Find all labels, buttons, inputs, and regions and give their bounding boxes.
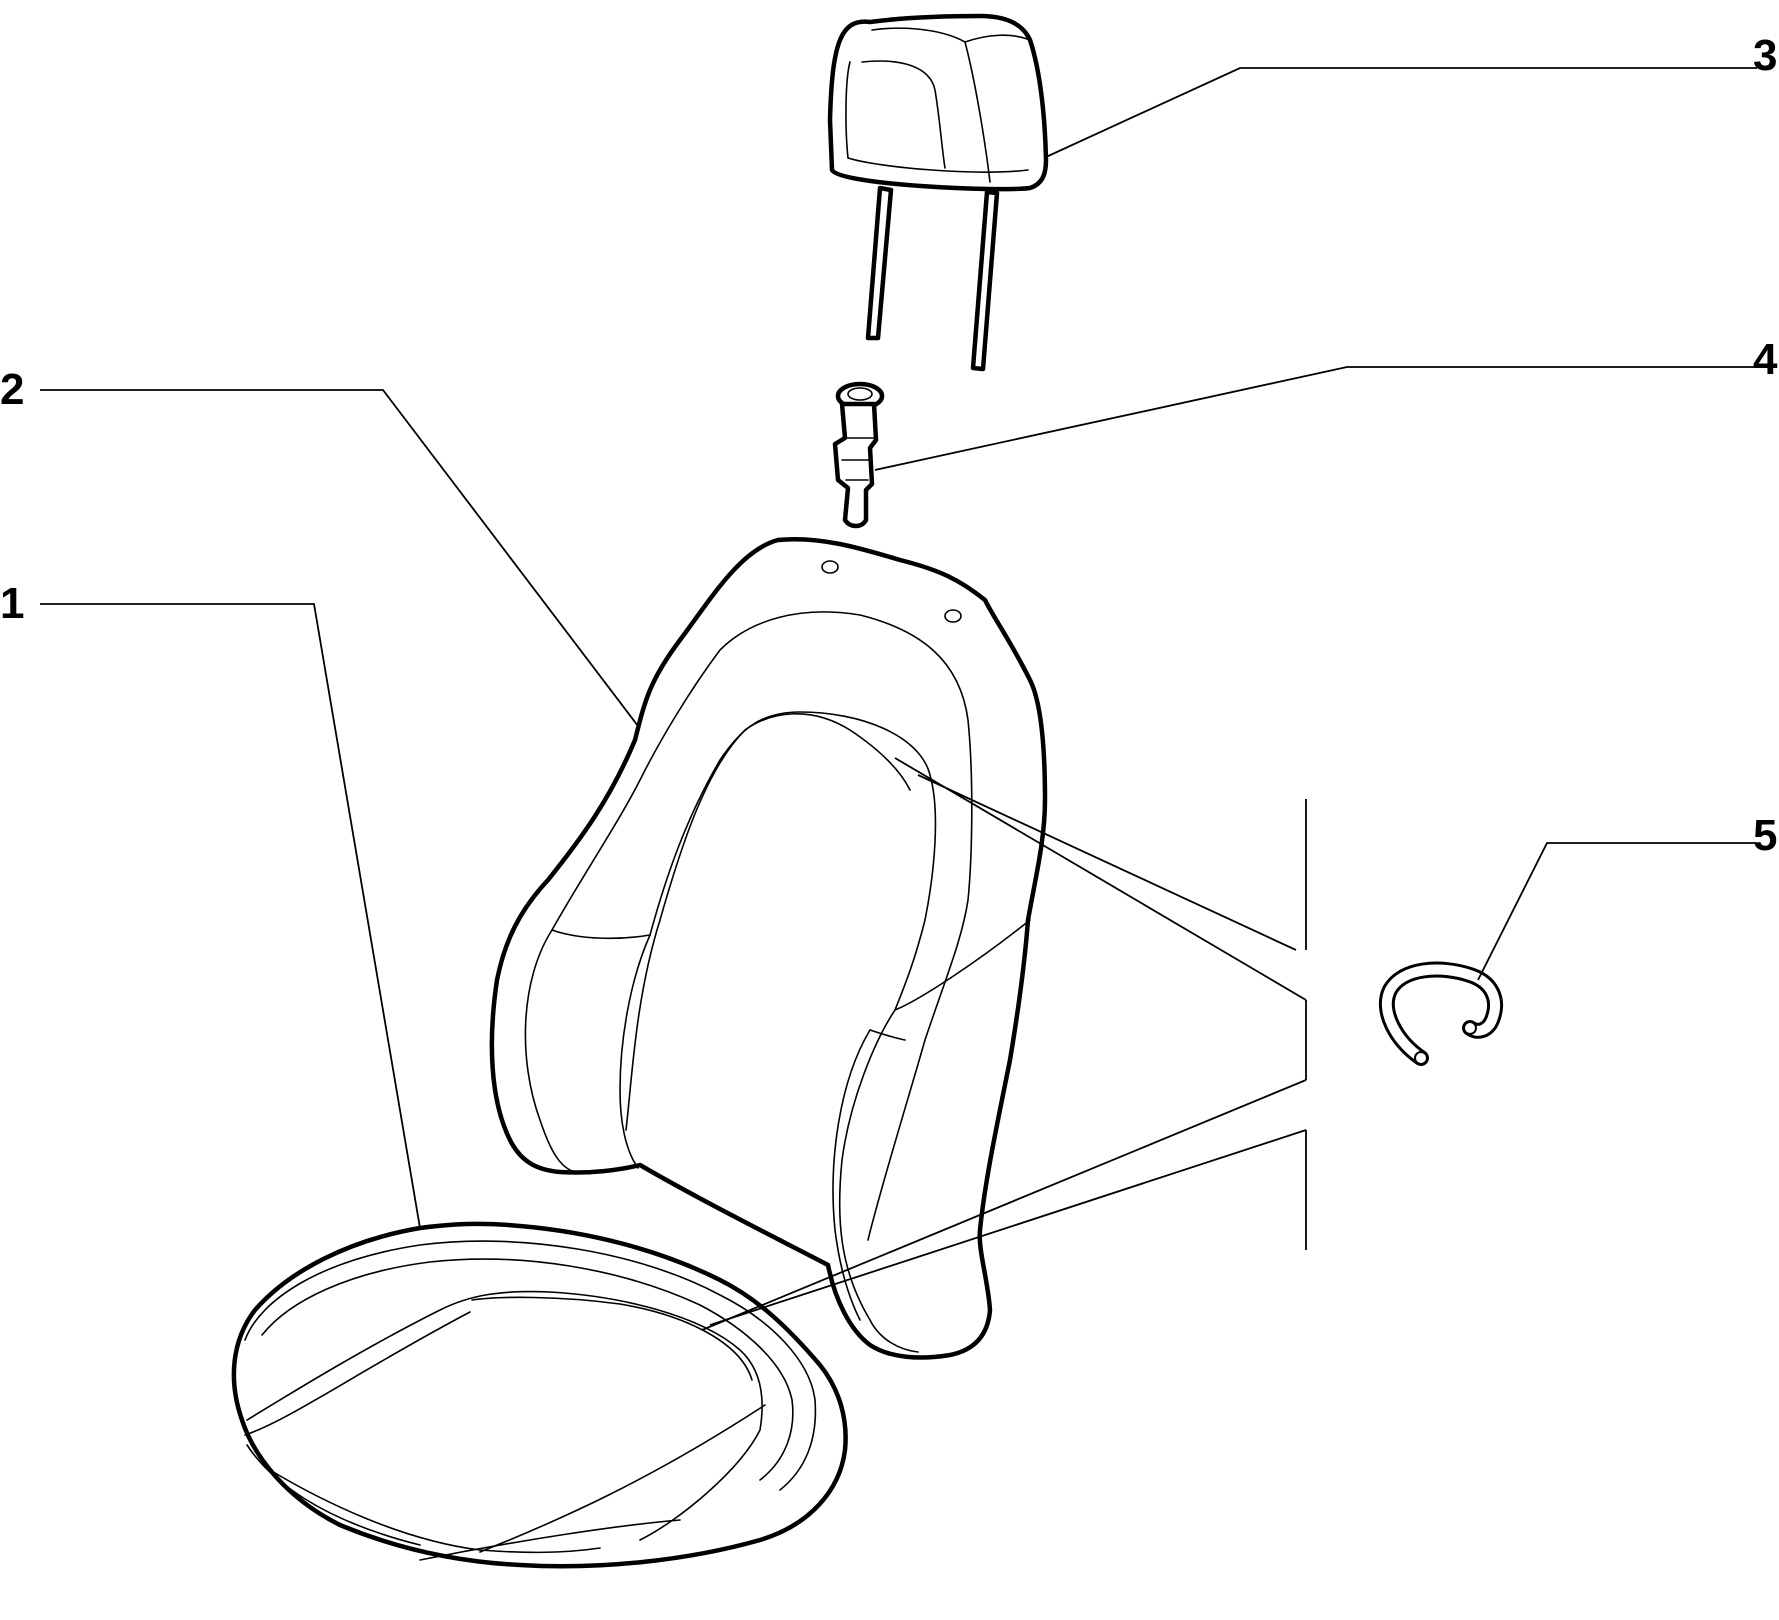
headrest: [827, 13, 1049, 372]
seat-cushion: [231, 1221, 848, 1569]
leader-4: [874, 366, 1757, 471]
retaining-clip: [1378, 961, 1503, 1066]
seat-backrest: [489, 537, 1048, 1360]
leader-lines: [40, 67, 1757, 1331]
leader-1: [40, 603, 421, 1229]
callout-2: 2: [0, 365, 24, 414]
leader-3: [1045, 67, 1757, 158]
callout-3: 3: [1753, 31, 1777, 80]
leader-5: [1477, 842, 1757, 981]
leader-2: [40, 389, 639, 727]
callout-4: 4: [1753, 335, 1778, 384]
headrest-guide-sleeve: [832, 381, 885, 529]
callout-1: 1: [0, 579, 24, 628]
callout-5: 5: [1753, 811, 1777, 860]
callout-labels: 1 2 3 4 5: [0, 31, 1778, 860]
